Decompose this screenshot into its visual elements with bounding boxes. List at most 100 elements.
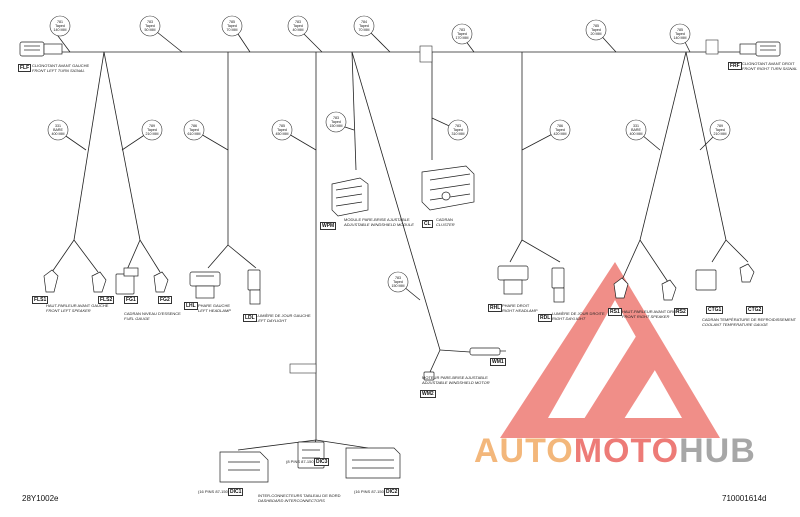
- bubble-ring: [141, 119, 163, 141]
- connector-code-lhl: LHL: [184, 302, 198, 310]
- bubble-line2: 140 MM: [673, 36, 687, 40]
- bubble-ring: [669, 23, 691, 45]
- ctg-description-fr: CADRAN TEMPÉRATURE DE REFROIDISSEMENT: [702, 317, 797, 322]
- bubble-line1: BARE: [631, 128, 641, 132]
- rdl-description-fr: LUMIÈRE DE JOUR DROITE: [552, 311, 605, 316]
- bubble-label: 784 Taped 70 MM: [354, 20, 374, 32]
- fg-description: CADRAN NIVEAU D'ESSENCE FUEL GAUGE: [124, 311, 181, 321]
- dic2-connector-drawing: [345, 447, 401, 479]
- connector-code-fg2: FG2: [158, 296, 172, 304]
- bubble-code: 783: [295, 20, 301, 24]
- bubble-label: 785 Taped 70 MM: [222, 20, 242, 32]
- bubble-line1: Taped: [453, 128, 463, 132]
- fg-connector-drawing: [115, 267, 169, 295]
- clip-marker: [289, 363, 317, 374]
- drawing-id-right: 710001614d: [722, 494, 767, 503]
- dic1-connector-drawing: [219, 451, 269, 483]
- bubble-line2: 20 MM: [590, 32, 602, 36]
- bubble-code: 785: [229, 20, 235, 24]
- wm1-connector-drawing: [469, 347, 506, 356]
- connector-code-wpm: WPM: [320, 222, 337, 230]
- bubble-line1: Taped: [591, 28, 601, 32]
- flf-description-fr: CLIGNOTANT AVANT GAUCHE: [32, 63, 90, 68]
- bubble-code: 781: [57, 20, 63, 24]
- bubble-label: 783 Taped 50 MM: [140, 20, 160, 32]
- wpm-description-en: ADJUSTABLE WINDSHIELD MODULE: [344, 221, 414, 227]
- flf-connector-drawing: [19, 41, 63, 57]
- bubble-code: 783: [147, 20, 153, 24]
- bubble-line2: 70 MM: [226, 28, 238, 32]
- rdl-description-en: RIGHT DAYLIGHT: [552, 315, 586, 321]
- bubble-code: 785: [593, 24, 599, 28]
- bubble-code: 783: [333, 116, 339, 120]
- bubble-line2: 400 MM: [629, 132, 643, 136]
- fls-description: HAUT-PARLEUR AVANT GAUCHE FRONT LEFT SPE…: [46, 303, 108, 313]
- connector-code-fls1: FLS1: [32, 296, 49, 304]
- bubble-line2: 170 MM: [455, 36, 469, 40]
- bubble-line2: 210 MM: [145, 132, 159, 136]
- bubble-code: 783: [459, 28, 465, 32]
- bubble-line2: 40 MM: [292, 28, 304, 32]
- watermark-hub: HUB: [679, 432, 756, 470]
- connector-code-rhl: RHL: [488, 304, 503, 312]
- connector-code-fg1: FG1: [124, 296, 138, 304]
- rs-description-en: FRONT RIGHT SPEAKER: [622, 313, 670, 319]
- bubble-code: 786: [557, 124, 563, 128]
- dic-description-en: DASHBOARD INTERCONNECTORS: [258, 497, 325, 503]
- bubble-ring: [183, 119, 205, 141]
- frf-description-fr: CLIGNOTANT AVANT DROIT: [742, 61, 795, 66]
- clip-marker: [419, 45, 433, 63]
- bubble-line1: Taped: [359, 24, 369, 28]
- bubble-label: 789 Taped 210 MM: [710, 124, 730, 136]
- bubble-line2: 70 MM: [358, 28, 370, 32]
- bubble-label: 785 Taped 140 MM: [670, 28, 690, 40]
- dic3-pin-count: (8 PINS 87-150): [286, 459, 315, 464]
- bubble-ring: [287, 15, 309, 37]
- wpm-description: MODULE PARE-BRISE AJUSTABLE ADJUSTABLE W…: [344, 217, 414, 227]
- bubble-line1: Taped: [147, 128, 157, 132]
- bubble-label: 781 Taped 140 MM: [50, 20, 70, 32]
- bubble-line2: 310 MM: [451, 132, 465, 136]
- rhl-description-en: RIGHT HEADLAMP: [502, 307, 538, 313]
- bubble-line1: Taped: [145, 24, 155, 28]
- bubble-code: 785: [677, 28, 683, 32]
- watermark-logo: [500, 262, 720, 438]
- bubble-line2: 610 MM: [187, 132, 201, 136]
- connector-code-flf: FLF: [18, 64, 32, 72]
- ldl-description: LUMIÈRE DE JOUR GAUCHE LEFT DAYLIGHT: [256, 313, 311, 323]
- cl-connector-drawing: [421, 165, 475, 211]
- bubble-label: 783 Taped 150 MM: [326, 116, 346, 128]
- bubble-ring: [49, 15, 71, 37]
- bubble-code: 331: [633, 124, 639, 128]
- bubble-ring: [387, 271, 409, 293]
- dic-description: INTER-CONNECTEURS TABLEAU DE BORD DASHBO…: [258, 493, 341, 503]
- bubble-line1: Taped: [675, 32, 685, 36]
- bubble-line1: Taped: [393, 280, 403, 284]
- dic2-pin-count: (16 PINS 87-150): [354, 489, 386, 494]
- wm-description-fr: MOTEUR PARE-BRISE AJUSTABLE: [422, 375, 488, 380]
- rdl-description: LUMIÈRE DE JOUR DROITE RIGHT DAYLIGHT: [552, 311, 605, 321]
- connector-code-rdl: RDL: [538, 314, 553, 322]
- connector-code-ldl: LDL: [243, 314, 257, 322]
- bubble-label: 331 BARE 400 MM: [626, 124, 646, 136]
- bubble-code: 331: [55, 124, 61, 128]
- bubble-line1: Taped: [331, 120, 341, 124]
- connector-code-ctg2: CTG2: [746, 306, 764, 314]
- drawing-id-left: 28Y1002e: [22, 494, 59, 503]
- fls-description-en: FRONT LEFT SPEAKER: [46, 307, 91, 313]
- bubble-line2: 140 MM: [53, 28, 67, 32]
- connector-code-dic2: DIC2: [384, 488, 400, 496]
- bubble-line2: 210 MM: [713, 132, 727, 136]
- bubble-line1: Taped: [277, 128, 287, 132]
- bubble-line1: BARE: [53, 128, 63, 132]
- ldl-description-en: LEFT DAYLIGHT: [256, 317, 287, 323]
- bubble-line1: Taped: [189, 128, 199, 132]
- bubble-label: 783 Taped 150 MM: [388, 276, 408, 288]
- bubble-ring: [271, 119, 293, 141]
- watermark-moto: MOTO: [573, 432, 680, 470]
- wm-description-en: ADJUSTABLE WINDSHIELD MOTOR: [422, 379, 490, 385]
- connector-code-ctg1: CTG1: [706, 306, 724, 314]
- bubble-ring: [709, 119, 731, 141]
- connector-code-wm2: WM2: [420, 390, 436, 398]
